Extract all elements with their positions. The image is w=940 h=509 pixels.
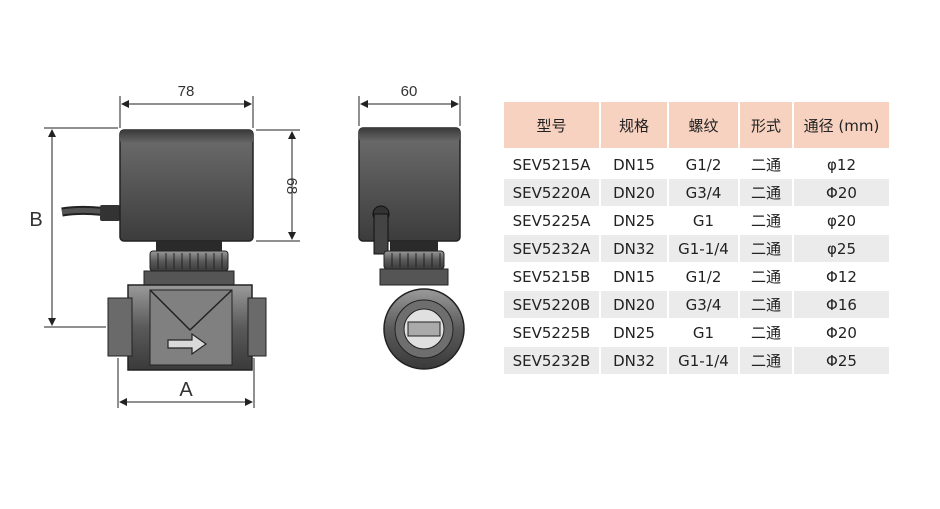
cell-spec: DN32 [601, 235, 667, 263]
table-header-row: 型号 规格 螺纹 形式 通径 (mm) [504, 102, 889, 151]
cell-thread: G3/4 [669, 291, 738, 319]
valve-technical-drawing: 78 68 B A [29, 83, 465, 408]
cell-bore: Φ20 [794, 179, 889, 207]
dim-overall-height: B [29, 209, 42, 231]
cell-model: SEV5215A [504, 151, 599, 179]
cell-type: 二通 [740, 291, 792, 319]
front-view: 78 68 B A [29, 83, 300, 408]
cell-bore: Φ16 [794, 291, 889, 319]
dim-side-width: 60 [401, 83, 418, 100]
cell-thread: G1/2 [669, 263, 738, 291]
header-bore: 通径 (mm) [794, 102, 889, 151]
cell-model: SEV5215B [504, 263, 599, 291]
table-row: SEV5225B DN25 G1 二通 Φ20 [504, 319, 889, 347]
cell-type: 二通 [740, 235, 792, 263]
cell-spec: DN20 [601, 291, 667, 319]
cell-bore: Φ12 [794, 263, 889, 291]
cell-thread: G1 [669, 207, 738, 235]
header-spec: 规格 [601, 102, 667, 151]
cell-model: SEV5232A [504, 235, 599, 263]
table-row: SEV5215B DN15 G1/2 二通 Φ12 [504, 263, 889, 291]
dim-body-length: A [179, 379, 193, 401]
cell-bore: φ25 [794, 235, 889, 263]
table-row: SEV5220B DN20 G3/4 二通 Φ16 [504, 291, 889, 319]
cell-spec: DN32 [601, 347, 667, 375]
cell-bore: Φ20 [794, 319, 889, 347]
cell-model: SEV5225A [504, 207, 599, 235]
cell-thread: G1-1/4 [669, 235, 738, 263]
cell-type: 二通 [740, 263, 792, 291]
cell-spec: DN25 [601, 319, 667, 347]
table-row: SEV5220A DN20 G3/4 二通 Φ20 [504, 179, 889, 207]
side-view: 60 [358, 83, 465, 370]
dim-front-width: 78 [178, 83, 195, 100]
cell-bore: Φ25 [794, 347, 889, 375]
cell-type: 二通 [740, 179, 792, 207]
cell-spec: DN20 [601, 179, 667, 207]
cell-spec: DN25 [601, 207, 667, 235]
table-row: SEV5215A DN15 G1/2 二通 φ12 [504, 151, 889, 179]
cell-thread: G3/4 [669, 179, 738, 207]
cell-type: 二通 [740, 319, 792, 347]
cell-thread: G1 [669, 319, 738, 347]
table-row: SEV5232B DN32 G1-1/4 二通 Φ25 [504, 347, 889, 375]
cell-spec: DN15 [601, 151, 667, 179]
cell-bore: φ12 [794, 151, 889, 179]
cell-spec: DN15 [601, 263, 667, 291]
header-model: 型号 [504, 102, 599, 151]
spec-table: 型号 规格 螺纹 形式 通径 (mm) SEV5215A DN15 G1/2 二… [502, 102, 891, 375]
cell-model: SEV5220A [504, 179, 599, 207]
cell-bore: φ20 [794, 207, 889, 235]
cell-model: SEV5232B [504, 347, 599, 375]
cell-type: 二通 [740, 151, 792, 179]
table-row: SEV5225A DN25 G1 二通 φ20 [504, 207, 889, 235]
cell-thread: G1/2 [669, 151, 738, 179]
dim-front-height: 68 [283, 178, 300, 195]
cell-type: 二通 [740, 207, 792, 235]
header-type: 形式 [740, 102, 792, 151]
cell-model: SEV5220B [504, 291, 599, 319]
cell-thread: G1-1/4 [669, 347, 738, 375]
table-row: SEV5232A DN32 G1-1/4 二通 φ25 [504, 235, 889, 263]
cell-type: 二通 [740, 347, 792, 375]
header-thread: 螺纹 [669, 102, 738, 151]
cell-model: SEV5225B [504, 319, 599, 347]
